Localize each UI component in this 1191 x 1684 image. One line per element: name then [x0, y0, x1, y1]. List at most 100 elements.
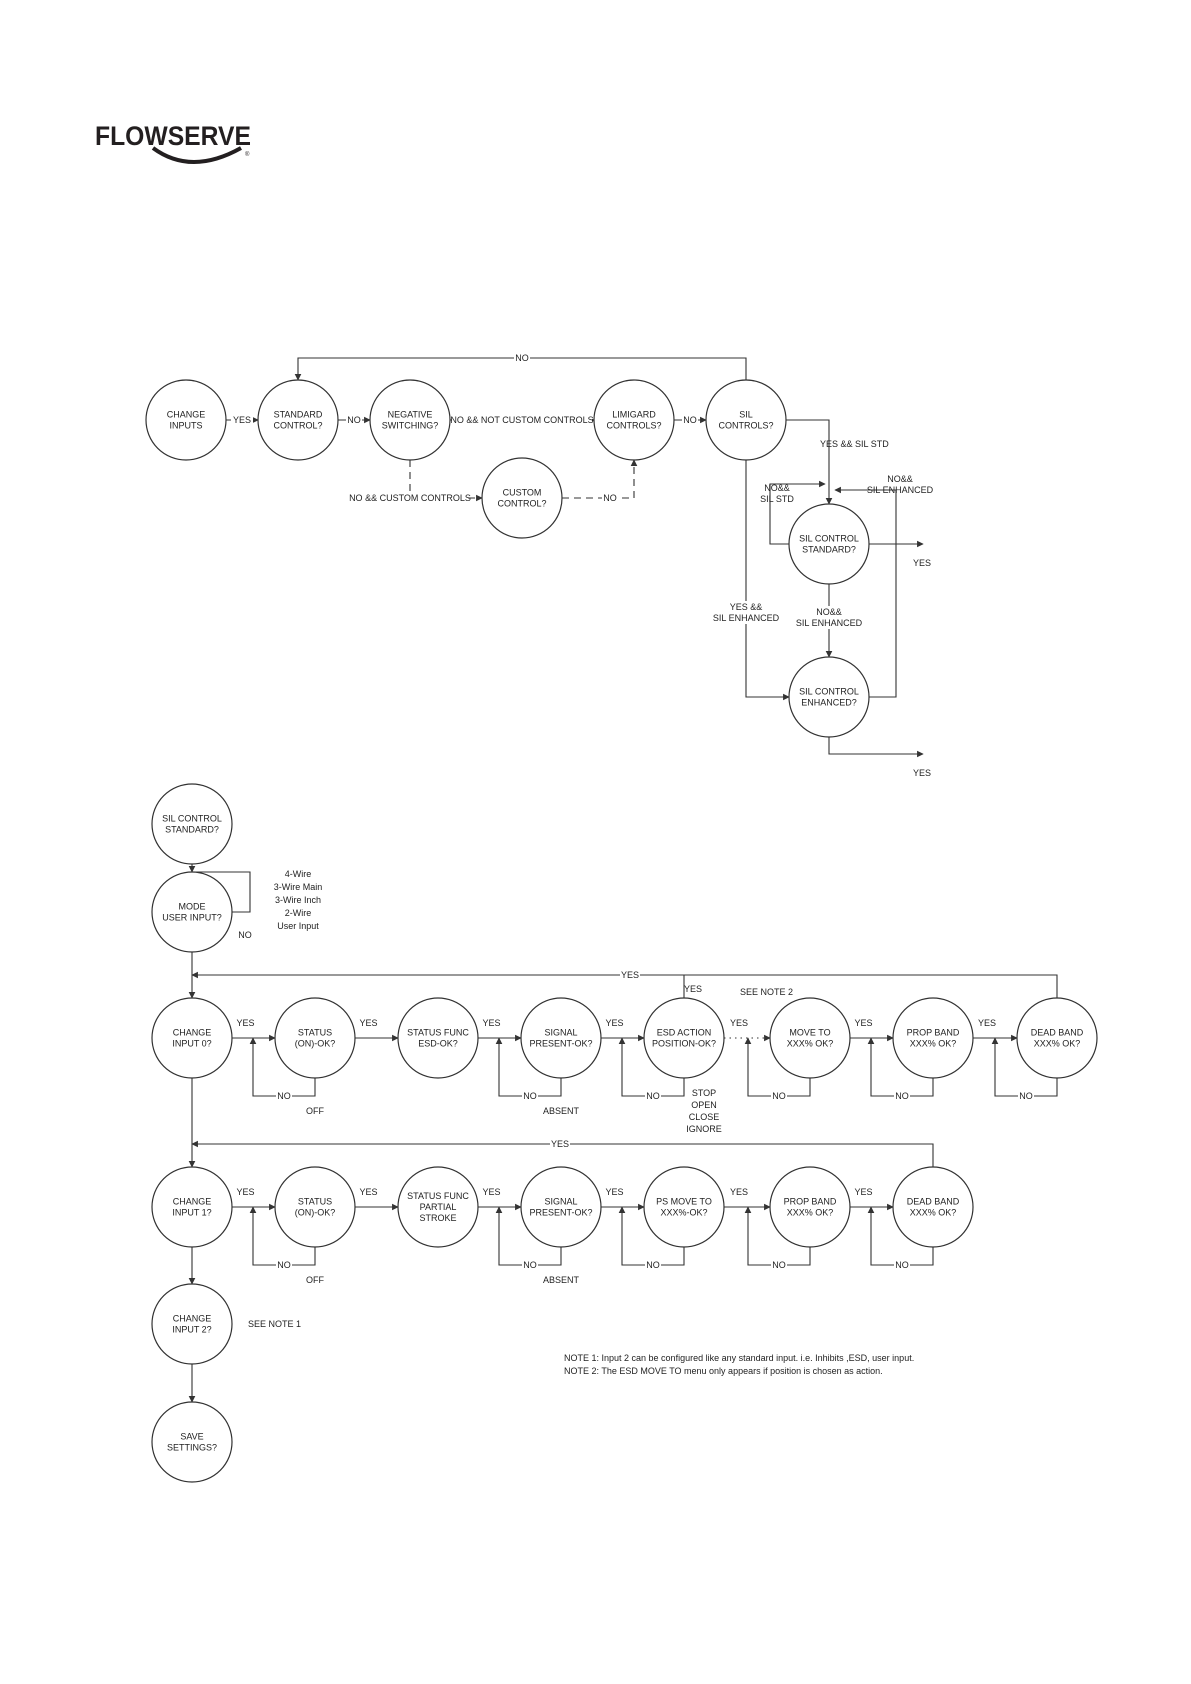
node-label: CONTROLS?	[718, 421, 773, 431]
node-label: INPUTS	[169, 421, 202, 431]
flow-label: YES	[730, 1187, 748, 1197]
flow-label: YES	[551, 1139, 569, 1149]
label-backdrop	[231, 414, 253, 426]
node-label: CHANGE	[173, 1028, 212, 1038]
label-backdrop	[346, 414, 362, 426]
flow-label: NO	[772, 1091, 786, 1101]
node-shape	[369, 379, 451, 461]
registered-mark: ®	[245, 151, 250, 158]
node-label: STROKE	[419, 1213, 456, 1223]
node-shape	[397, 1166, 479, 1248]
flow-label: YES	[978, 1018, 996, 1028]
label-backdrop	[514, 352, 530, 364]
node-label: LIMIGARD	[612, 410, 656, 420]
flow-label: NO	[603, 493, 617, 503]
flow-connector	[192, 871, 251, 913]
flow-connector	[745, 460, 790, 701]
flow-label: NOTE 1: Input 2 can be configured like a…	[564, 1353, 914, 1363]
label-backdrop	[771, 1259, 787, 1271]
node-shape	[520, 997, 602, 1079]
brand-wordmark: FLOWSERVE	[95, 121, 251, 151]
node-shape	[705, 379, 787, 461]
label-backdrop	[894, 1090, 910, 1102]
flow-connector	[562, 459, 638, 499]
flow-label: YES	[359, 1187, 377, 1197]
flow-label: NO && NOT CUSTOM CONTROLS	[450, 415, 593, 425]
node-label: INPUT 0?	[172, 1039, 211, 1049]
label-backdrop	[645, 1259, 661, 1271]
node-shape	[643, 1166, 725, 1248]
label-backdrop	[522, 1090, 538, 1102]
node-label: CONTROLS?	[606, 421, 661, 431]
flow-label: YES	[730, 1018, 748, 1028]
flow-label: NO	[515, 353, 529, 363]
flow-label: NO	[523, 1091, 537, 1101]
flow-label: YES	[854, 1018, 872, 1028]
flow-label: YES	[236, 1018, 254, 1028]
label-backdrop	[276, 1259, 292, 1271]
node-label: XXX% OK?	[787, 1208, 834, 1218]
node-label: XXX%-OK?	[660, 1208, 707, 1218]
node-label: PRESENT-OK?	[529, 1208, 592, 1218]
node-label: SWITCHING?	[382, 421, 439, 431]
node-label: PROP BAND	[907, 1028, 960, 1038]
node-label: PRESENT-OK?	[529, 1039, 592, 1049]
node-shape	[151, 1401, 233, 1483]
node-label: STANDARD?	[165, 825, 219, 835]
node-label: STANDARD?	[802, 545, 856, 555]
flow-label: NO	[347, 415, 361, 425]
flow-label: YES &&	[730, 602, 763, 612]
node-shape	[151, 997, 233, 1079]
node-label: NEGATIVE	[388, 410, 433, 420]
node-label: SETTINGS?	[167, 1443, 217, 1453]
node-label: XXX% OK?	[787, 1039, 834, 1049]
node-shape	[151, 871, 233, 953]
flow-label: CLOSE	[689, 1112, 720, 1122]
node-shape	[257, 379, 339, 461]
node-label: SIL CONTROL	[162, 814, 222, 824]
node-label: XXX% OK?	[1034, 1039, 1081, 1049]
node-label: SIGNAL	[544, 1028, 577, 1038]
flow-label: YES	[605, 1187, 623, 1197]
node-label: CONTROL?	[497, 499, 546, 509]
flow-label: NO	[277, 1091, 291, 1101]
node-label: CHANGE	[167, 410, 206, 420]
flow-label: YES	[236, 1187, 254, 1197]
node-shape	[769, 1166, 851, 1248]
label-backdrop	[682, 414, 698, 426]
flow-label: NO	[895, 1091, 909, 1101]
node-label: CUSTOM	[503, 488, 542, 498]
flow-label: NO	[238, 930, 252, 940]
flow-connector	[786, 419, 833, 505]
label-backdrop	[352, 492, 468, 504]
label-backdrop	[798, 617, 860, 629]
flow-label: NO	[895, 1260, 909, 1270]
node-shape	[593, 379, 675, 461]
node-shape	[274, 997, 356, 1079]
node-label: ENHANCED?	[801, 698, 857, 708]
label-backdrop	[276, 1090, 292, 1102]
node-label: POSITION-OK?	[652, 1039, 716, 1049]
node-shape	[274, 1166, 356, 1248]
flow-label: YES	[233, 415, 251, 425]
node-label: SAVE	[180, 1432, 203, 1442]
node-label: SIL CONTROL	[799, 534, 859, 544]
flow-label: YES	[684, 984, 702, 994]
flow-label: 3-Wire Main	[274, 882, 323, 892]
flow-label: NO && CUSTOM CONTROLS	[349, 493, 471, 503]
flowserve-logo: FLOWSERVE ®	[95, 118, 275, 178]
node-status1: STATUS(ON)-OK?	[274, 1166, 356, 1248]
node-shape	[892, 997, 974, 1079]
